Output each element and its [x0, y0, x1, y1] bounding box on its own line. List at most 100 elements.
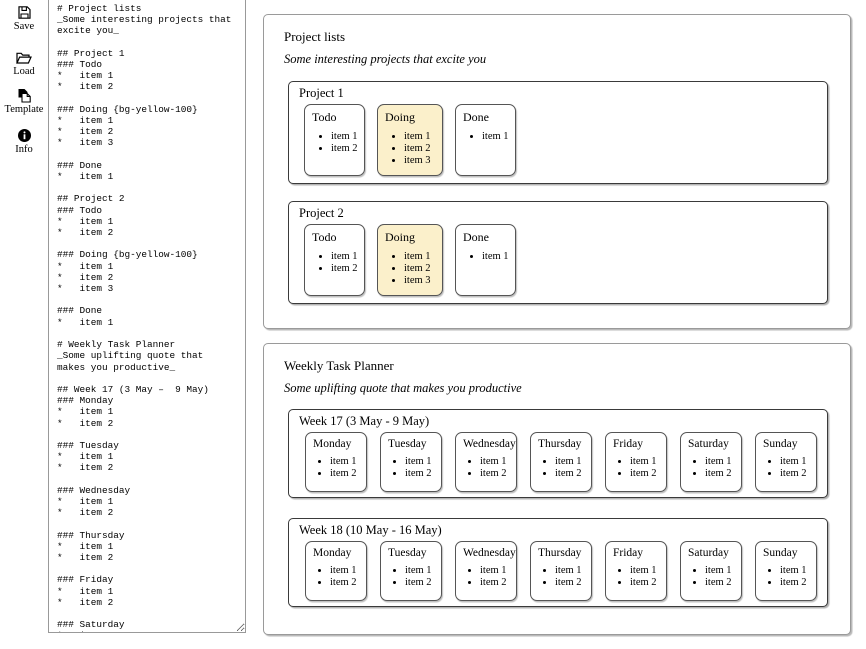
column-title: Wednesday: [463, 438, 516, 450]
column-list: Todoitem 1item 2Doingitem 1item 2item 3D…: [304, 104, 516, 176]
column-item: item 1: [331, 131, 364, 143]
column-item: item 1: [555, 456, 591, 468]
column-title: Thursday: [538, 438, 582, 450]
column-item: item 2: [330, 577, 366, 589]
board-title: Project lists: [284, 29, 346, 44]
kanban-column: Wednesday item 1item 2: [455, 432, 517, 492]
column-item-list: item 1item 2: [456, 456, 516, 480]
column-item: item 1: [630, 456, 666, 468]
column-item-list: item 1item 2: [756, 565, 816, 589]
column-item: item 2: [780, 577, 816, 589]
column-title: Thursday: [538, 547, 582, 559]
kanban-column: Thursday item 1item 2: [530, 432, 592, 492]
column-item-list: item 1item 2item 3: [378, 131, 442, 167]
column-item-list: item 1item 2: [606, 456, 666, 480]
column-item-list: item 1item 2: [306, 565, 366, 589]
kanban-column: Todoitem 1item 2: [304, 224, 365, 296]
column-item: item 1: [405, 565, 441, 577]
board-row: Week 18 (10 May - 16 May) Mondayitem 1ite…: [288, 518, 828, 607]
column-item: item 2: [480, 468, 516, 480]
template-icon: [17, 88, 32, 103]
column-item-list: item 1item 2: [306, 456, 366, 480]
column-title: Done: [463, 230, 489, 244]
board-row: Project 1Todoitem 1item 2Doingitem 1item…: [288, 81, 828, 184]
kanban-column: Doneitem 1: [455, 104, 516, 176]
column-title: Sunday: [763, 547, 798, 559]
board-row: Project 2Todoitem 1item 2Doingitem 1item…: [288, 201, 828, 304]
template-button[interactable]: Template: [0, 88, 48, 115]
kanban-column: Wednesday item 1item 2: [455, 541, 517, 601]
info-button[interactable]: Info: [0, 128, 48, 155]
load-icon: [16, 51, 32, 65]
column-item: item 3: [404, 275, 442, 287]
save-button[interactable]: Save: [0, 5, 48, 32]
kanban-column: Doneitem 1: [455, 224, 516, 296]
kanban-column: Mondayitem 1item 2: [305, 432, 367, 492]
column-item: item 2: [331, 143, 364, 155]
column-item: item 2: [705, 468, 741, 480]
column-item-list: item 1item 2item 3: [378, 251, 442, 287]
column-item: item 1: [480, 565, 516, 577]
column-list: Mondayitem 1item 2Tuesdayitem 1item 2Wed…: [305, 541, 817, 601]
board-title: Weekly Task Planner: [284, 358, 394, 373]
column-item-list: item 1item 2: [606, 565, 666, 589]
column-item-list: item 1item 2: [305, 251, 364, 275]
row-title: Project 1: [299, 86, 344, 100]
column-item: item 1: [330, 456, 366, 468]
kanban-column: Sundayitem 1item 2: [755, 432, 817, 492]
column-item: item 1: [780, 565, 816, 577]
kanban-column: Saturday item 1item 2: [680, 541, 742, 601]
column-item-list: item 1item 2: [681, 456, 741, 480]
column-item: item 1: [705, 565, 741, 577]
kanban-column: Mondayitem 1item 2: [305, 541, 367, 601]
kanban-column: Tuesday item 1item 2: [380, 432, 442, 492]
markdown-editor[interactable]: # Project lists _Some interesting projec…: [48, 0, 246, 633]
column-item: item 1: [480, 456, 516, 468]
column-item: item 1: [331, 251, 364, 263]
column-item: item 1: [780, 456, 816, 468]
column-item: item 2: [405, 468, 441, 480]
column-item: item 2: [331, 263, 364, 275]
row-title: Week 17 (3 May - 9 May): [299, 414, 430, 428]
column-list: Todoitem 1item 2Doingitem 1item 2item 3D…: [304, 224, 516, 296]
load-button-label: Load: [13, 66, 35, 77]
column-title: Wednesday: [463, 547, 516, 559]
column-title: Friday: [613, 547, 644, 559]
column-item: item 1: [405, 456, 441, 468]
column-item-list: item 1item 2: [381, 565, 441, 589]
column-item: item 3: [404, 155, 442, 167]
column-item-list: item 1item 2: [305, 131, 364, 155]
row-title: Week 18 (10 May - 16 May): [299, 523, 442, 537]
column-title: Tuesday: [388, 438, 427, 450]
column-item-list: item 1item 2: [756, 456, 816, 480]
column-item-list: item 1item 2: [681, 565, 741, 589]
board-subtitle: Some interesting projects that excite yo…: [284, 52, 487, 66]
kanban-column: Tuesdayitem 1item 2: [380, 541, 442, 601]
column-item: item 2: [404, 143, 442, 155]
kanban-column: Doingitem 1item 2item 3: [377, 224, 443, 296]
column-title: Todo: [312, 110, 337, 124]
save-icon: [17, 5, 32, 20]
column-item: item 1: [404, 251, 442, 263]
save-button-label: Save: [13, 21, 35, 32]
column-item: item 2: [555, 468, 591, 480]
column-item: item 1: [482, 131, 515, 143]
template-button-label: Template: [4, 104, 44, 115]
load-button[interactable]: Load: [0, 51, 48, 77]
column-item: item 2: [480, 577, 516, 589]
board-row: Week 17 (3 May - 9 May) Mondayitem 1item …: [288, 409, 828, 498]
column-title: Doing: [385, 110, 415, 124]
column-item: item 1: [705, 456, 741, 468]
kanban-column: Sunday item 1item 2: [755, 541, 817, 601]
kanban-column: Todo item 1item 2: [304, 104, 365, 176]
column-item: item 2: [630, 577, 666, 589]
column-item: item 2: [405, 577, 441, 589]
column-item-list: item 1item 2: [381, 456, 441, 480]
column-item-list: item 1: [456, 131, 515, 143]
column-item-list: item 1item 2: [456, 565, 516, 589]
kanban-column: Doing item 1item 2item 3: [377, 104, 443, 176]
column-title: Saturday: [688, 547, 729, 559]
column-item: item 1: [404, 131, 442, 143]
